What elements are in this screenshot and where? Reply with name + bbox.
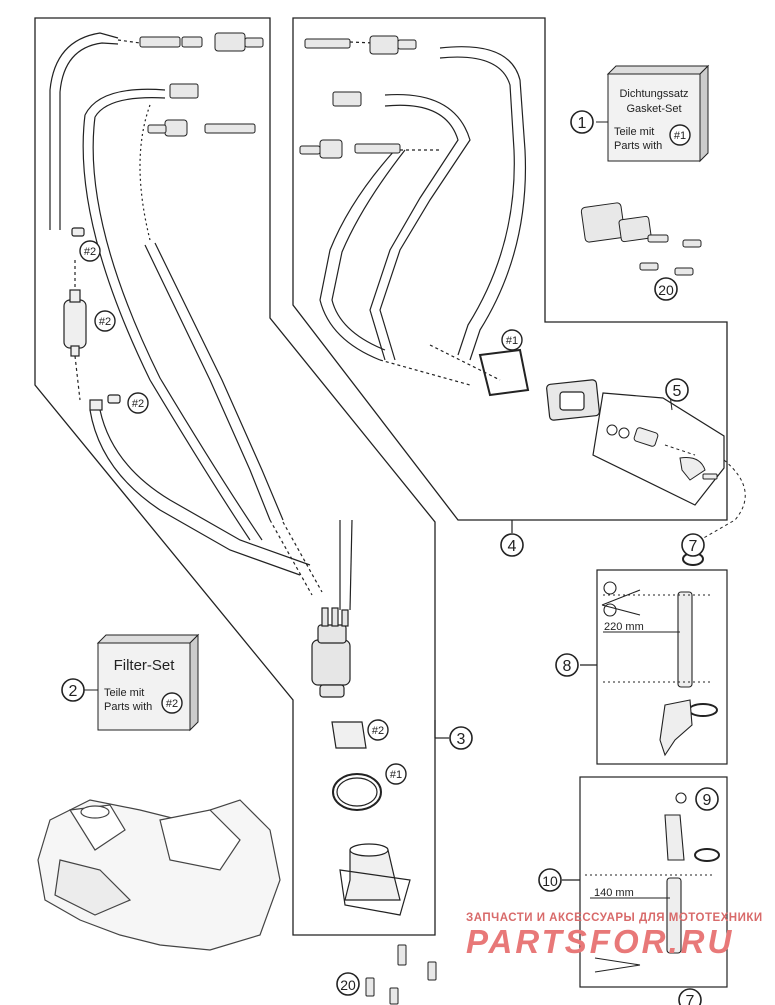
- svg-text:2: 2: [69, 683, 78, 700]
- fitting-group-top-right: [299, 35, 417, 159]
- callout-7-top: 7: [681, 533, 705, 557]
- svg-text:#2: #2: [166, 698, 178, 710]
- svg-text:#2: #2: [372, 725, 384, 737]
- svg-text:7: 7: [686, 993, 695, 1005]
- gasket-box-line2: Gasket-Set: [626, 103, 681, 115]
- filter-box-title: Filter-Set: [114, 657, 176, 674]
- ref-1-flange-gasket: #1: [501, 329, 523, 351]
- ref-1-pump-ring: #1: [385, 763, 407, 785]
- svg-text:1: 1: [578, 115, 587, 132]
- leader-dashed: [689, 459, 746, 556]
- watermark-tagline: ЗАПЧАСТИ И АКСЕССУАРЫ ДЛЯ МОТОТЕХНИКИ: [466, 912, 763, 924]
- fuel-pump: [311, 607, 351, 698]
- gasket-box-line4: Parts with: [614, 140, 662, 152]
- pump-seal-parts: [331, 721, 411, 916]
- ref-2-hose-clip: #2: [127, 392, 149, 414]
- svg-text:20: 20: [340, 977, 356, 993]
- ref-2-filter: #2: [94, 310, 116, 332]
- svg-text:#1: #1: [674, 130, 686, 142]
- callout-8: 8: [555, 653, 579, 677]
- dimension-140mm: 140 mm: [594, 887, 634, 899]
- callout-7-bottom: 7: [678, 988, 702, 1005]
- ref-2-pump-sleeve: #2: [367, 719, 389, 741]
- callout-20-bottom: 20: [336, 972, 360, 996]
- hose-kit-8-box: [596, 569, 728, 765]
- callout-1: 1: [570, 110, 594, 134]
- fuel-filter: [63, 227, 121, 411]
- svg-text:7: 7: [689, 538, 698, 555]
- callout-10: 10: [538, 868, 562, 892]
- hose-kit-8-parts: [601, 552, 718, 757]
- fitting-group-top-left: [139, 32, 264, 137]
- callout-9: 9: [695, 787, 719, 811]
- svg-text:20: 20: [658, 282, 674, 298]
- svg-text:#2: #2: [99, 316, 111, 328]
- svg-text:#1: #1: [506, 335, 518, 347]
- gasket-set-box: Dichtungssatz Gasket-Set Teile mit Parts…: [606, 64, 710, 163]
- watermark-logo: PARTSFOR.RU: [466, 923, 734, 960]
- fuel-tank: [37, 799, 281, 951]
- assembly-4-outline: [292, 17, 728, 521]
- gasket-box-line3: Teile mit: [614, 126, 654, 138]
- filter-box-line1: Teile mit: [104, 687, 144, 699]
- filter-set-box: Filter-Set Teile mit Parts with: [96, 633, 200, 732]
- connector-bracket-parts: [580, 202, 702, 276]
- svg-text:3: 3: [457, 731, 466, 748]
- callout-2: 2: [61, 678, 85, 702]
- svg-text:10: 10: [542, 873, 558, 889]
- svg-text:9: 9: [703, 792, 712, 809]
- gasket-box-line1: Dichtungssatz: [619, 88, 688, 100]
- flange-connector: [478, 348, 600, 421]
- bolts-20-bottom: [365, 944, 437, 1005]
- leader-lines: [84, 121, 673, 881]
- hose-kit-10-box: [579, 776, 728, 988]
- svg-text:#1: #1: [390, 769, 402, 781]
- hose-group-right: [319, 41, 527, 386]
- subassembly-5-outline: [592, 392, 725, 506]
- callout-20-top: 20: [654, 277, 678, 301]
- assembly-3-outline: [34, 17, 436, 936]
- callout-4: 4: [500, 533, 524, 557]
- svg-text:#2: #2: [132, 398, 144, 410]
- callout-5: 5: [665, 378, 689, 402]
- filter-box-line2: Parts with: [104, 701, 152, 713]
- callout-3: 3: [449, 726, 473, 750]
- subassembly-5-parts: [606, 424, 718, 481]
- svg-text:8: 8: [563, 658, 572, 675]
- svg-text:4: 4: [508, 538, 517, 555]
- svg-text:#2: #2: [84, 246, 96, 258]
- ref-2-filter-set-box: #2: [161, 692, 183, 714]
- dimension-220mm: 220 mm: [604, 621, 644, 633]
- ref-2-hose-sleeve: #2: [79, 240, 101, 262]
- hose-kit-10-parts: [594, 792, 720, 973]
- ref-1-gasket-box: #1: [669, 124, 691, 146]
- svg-text:5: 5: [673, 383, 682, 400]
- hose-group-left: [49, 32, 353, 611]
